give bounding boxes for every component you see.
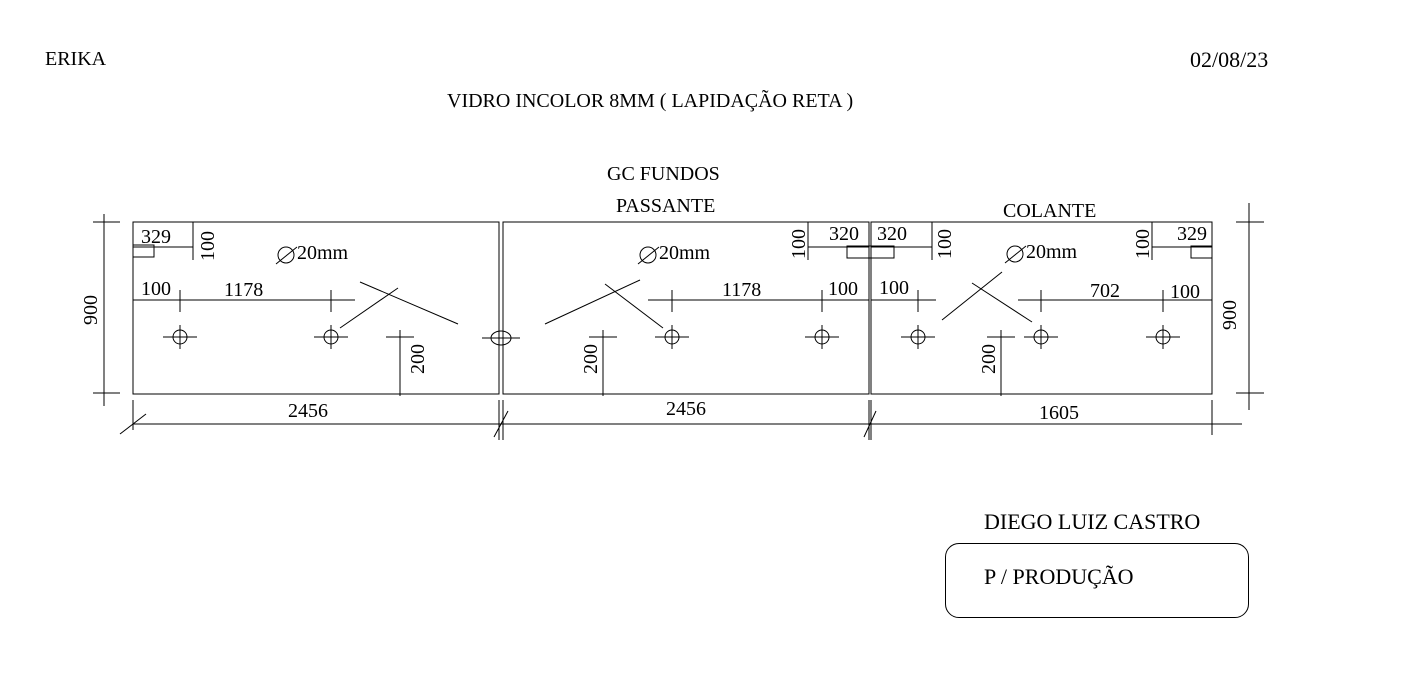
panel-3-outline: [870, 221, 1213, 395]
panel-3-width: 1605: [1039, 402, 1079, 424]
panel-2-hole-diameter: 20mm: [659, 242, 711, 264]
panel-2-notch-depth: 100: [788, 229, 810, 259]
panel-1-bottom-dim: 200: [407, 344, 429, 374]
panel-2-edge-dim: 100: [828, 278, 858, 300]
panel-3-right-notch-depth: 100: [1132, 229, 1154, 259]
panel-2-outline: [502, 221, 870, 395]
label-passante: PASSANTE: [616, 195, 716, 217]
panel-2-notch-width: 320: [829, 223, 859, 245]
drawing-date: 02/08/23: [1190, 47, 1269, 72]
production-stamp: P / PRODUÇÃO: [945, 543, 1249, 618]
panel-2-width: 2456: [666, 398, 706, 420]
panel-3-edge-right-dim: 100: [1170, 281, 1200, 303]
panel-1-width: 2456: [288, 400, 328, 422]
panel-2-spacing-dim: 1178: [722, 279, 761, 301]
label-gc-fundos: GC FUNDOS: [607, 163, 720, 185]
panel-1-spacing-dim: 1178: [224, 279, 263, 301]
height-dim-right: 900: [1219, 300, 1241, 330]
panel-1-hole-diameter: 20mm: [297, 242, 349, 264]
panel-1-notch-depth: 100: [197, 231, 219, 261]
panel-3-right-notch-width: 329: [1177, 223, 1207, 245]
panel-3-bottom-dim: 200: [978, 344, 1000, 374]
material-spec: VIDRO INCOLOR 8MM ( LAPIDAÇÃO RETA ): [447, 90, 854, 112]
panel-1-outline: [132, 221, 500, 395]
signature-name: DIEGO LUIZ CASTRO: [984, 509, 1201, 534]
client-name: ERIKA: [45, 48, 107, 70]
panel-3-edge-left-dim: 100: [879, 277, 909, 299]
panel-1-edge-dim: 100: [141, 278, 171, 300]
panel-3-left-notch-width: 320: [877, 223, 907, 245]
height-dim-left: 900: [80, 295, 102, 325]
panel-2-bottom-dim: 200: [580, 344, 602, 374]
panel-3-left-notch-depth: 100: [934, 229, 956, 259]
panel-1-notch-width: 329: [141, 226, 171, 248]
production-stamp-text: P / PRODUÇÃO: [984, 564, 1134, 589]
label-colante: COLANTE: [1003, 200, 1097, 222]
panel-3-spacing-dim: 702: [1090, 280, 1120, 302]
panel-3-hole-diameter: 20mm: [1026, 241, 1078, 263]
